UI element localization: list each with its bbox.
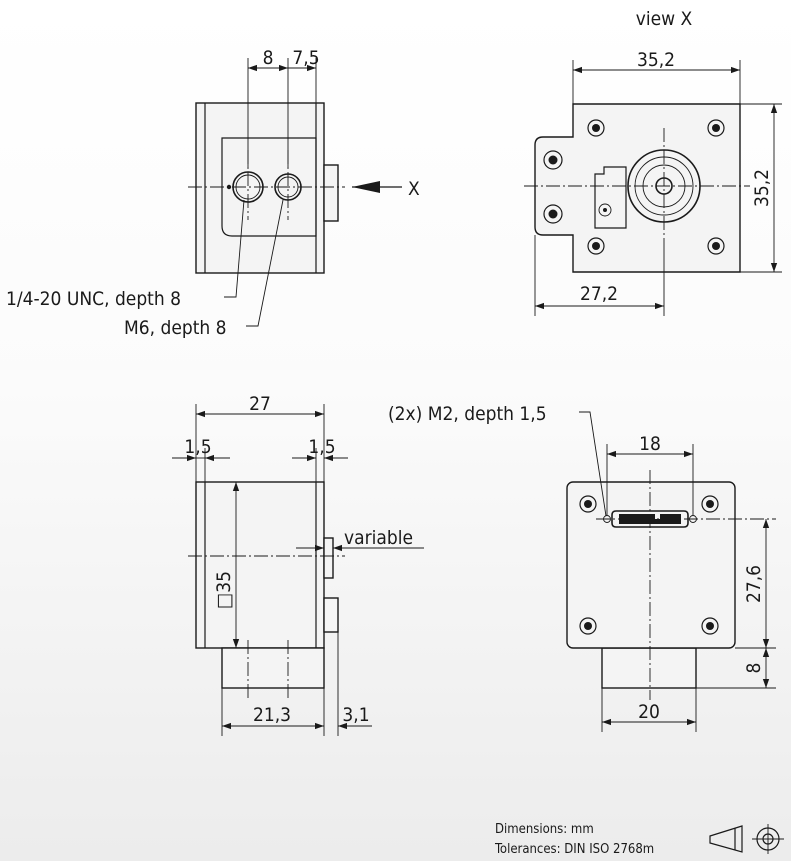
dim-7-5-label: 7,5	[292, 47, 319, 69]
first-angle-projection-icon	[709, 824, 784, 854]
usb3-port-icon	[611, 510, 689, 528]
dimensions-unit-label: Dimensions: mm	[495, 822, 594, 837]
dim-21-3-label: 21,3	[253, 704, 291, 726]
view-direction-arrow	[352, 181, 380, 193]
tolerances-label: Tolerances: DIN ISO 2768m	[494, 842, 654, 857]
thread-unc-label: 1/4-20 UNC, depth 8	[6, 288, 181, 310]
mount-screws-top	[543, 119, 725, 255]
dim-3-1-label: 3,1	[342, 704, 369, 726]
m2-note-label: (2x) M2, depth 1,5	[388, 403, 547, 425]
variable-label: variable	[344, 527, 413, 549]
view-x-marker: X	[408, 178, 420, 200]
dim-35-2-side-label: 35,2	[751, 169, 773, 207]
rear-view: (2x) M2, depth 1,5 18 27,6 8 20	[388, 403, 776, 732]
dim-27-2-label: 27,2	[580, 283, 618, 305]
view-x-title: view X	[636, 8, 693, 30]
dim-27-6-label: 27,6	[743, 565, 765, 603]
dim-20-label: 20	[638, 701, 660, 723]
mount-screws-rear	[579, 495, 719, 635]
dim-27-label: 27	[249, 393, 271, 415]
title-block: Dimensions: mm Tolerances: DIN ISO 2768m	[494, 822, 784, 857]
top-view: □35 27 1,5 1,5 variable 21,3 3,1	[172, 393, 424, 736]
front-view-x: view X 35,2 35,2 27,2	[524, 8, 782, 316]
thread-m6-label: M6, depth 8	[124, 317, 227, 339]
dim-8-label: 8	[263, 47, 274, 69]
side-view-top: 8 7,5 X 1/4-20 UNC, depth 8 M6, depth 8	[6, 47, 420, 339]
dim-1-5-left-label: 1,5	[184, 436, 211, 458]
dim-35-2-top-label: 35,2	[637, 49, 675, 71]
dim-18-label: 18	[639, 433, 661, 455]
dim-1-5-right-label: 1,5	[308, 436, 335, 458]
square-35-label: □35	[213, 571, 235, 609]
dim-8-side-label: 8	[743, 663, 765, 674]
